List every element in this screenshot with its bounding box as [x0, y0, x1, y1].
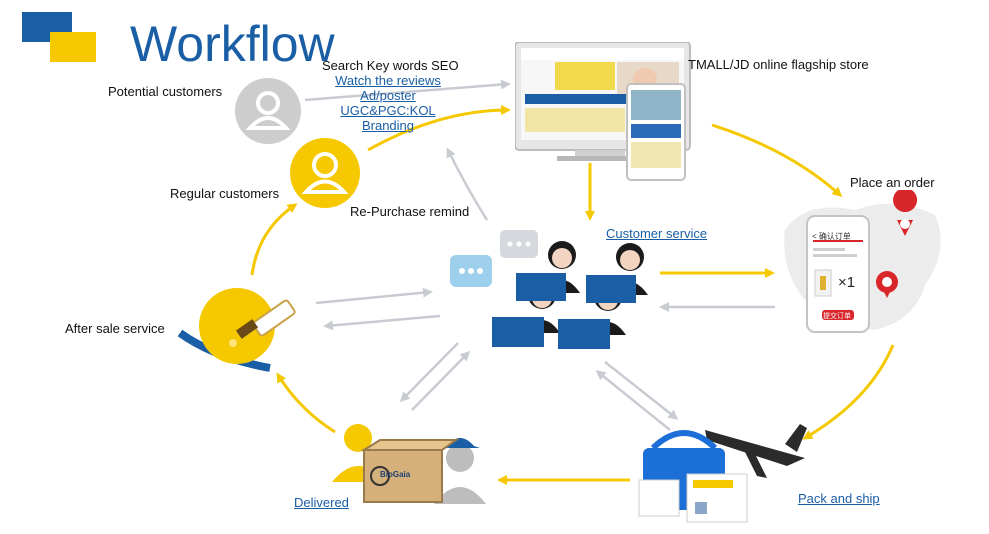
arrow-service-to-delivered	[399, 342, 459, 403]
phone-header: < 确认订单	[812, 232, 851, 241]
label-after-sale-service: After sale service	[65, 321, 165, 336]
arrow-delivered-to-service	[411, 350, 471, 411]
arrow-aftersale-to-service	[315, 287, 433, 305]
pack-ship-illustration	[638, 424, 807, 523]
store-monitor	[515, 42, 691, 181]
label-delivered[interactable]: Delivered	[294, 495, 349, 510]
location-pin-icon-2	[876, 271, 898, 298]
channel-watch-reviews[interactable]: Watch the reviews	[335, 73, 441, 88]
location-pin-icon	[893, 190, 918, 236]
order-phone-map	[784, 190, 941, 333]
label-pack-and-ship[interactable]: Pack and ship	[798, 491, 880, 506]
potential-customer-avatar	[235, 78, 301, 144]
arrow-pack-to-service	[595, 370, 671, 431]
arrow-service-to-pack	[604, 361, 679, 420]
regular-customer-avatar	[290, 138, 360, 208]
arrow-aftersale-to-regular	[250, 203, 298, 276]
label-place-an-order: Place an order	[850, 175, 935, 190]
phone-submit-button: 提交订单	[823, 313, 851, 320]
phone-quantity: ×1	[838, 274, 856, 291]
channel-branding[interactable]: Branding	[361, 118, 415, 133]
box-brand: BioGaia	[380, 470, 411, 479]
arrow-delivered-to-aftersale	[276, 372, 336, 434]
channel-ugc-kol[interactable]: UGC&PGC:KOL	[340, 103, 436, 118]
label-repurchase-remind: Re-Purchase remind	[350, 204, 470, 219]
label-customer-service[interactable]: Customer service	[606, 226, 708, 241]
delivered-illustration	[332, 424, 486, 504]
channel-ad-poster[interactable]: Ad/poster	[360, 88, 416, 103]
label-regular-customers: Regular customers	[170, 186, 280, 201]
label-search-seo: Search Key words SEO	[322, 58, 459, 73]
label-store: TMALL/JD online flagship store	[688, 57, 869, 72]
arrow-regular-to-store	[367, 105, 511, 152]
arrow-order-to-pack	[802, 344, 895, 440]
arrow-repurchase	[446, 147, 489, 221]
label-potential-customers: Potential customers	[108, 84, 223, 99]
page-title: Workflow	[130, 16, 335, 72]
arrow-store-to-order	[711, 123, 843, 198]
after-sale-illustration	[177, 288, 296, 372]
arrow-service-to-aftersale	[323, 314, 441, 331]
arrow-potential-to-store	[304, 79, 511, 102]
customer-service-agents	[450, 230, 648, 349]
channel-list: Watch the reviews Ad/poster UGC&PGC:KOL …	[326, 73, 450, 133]
